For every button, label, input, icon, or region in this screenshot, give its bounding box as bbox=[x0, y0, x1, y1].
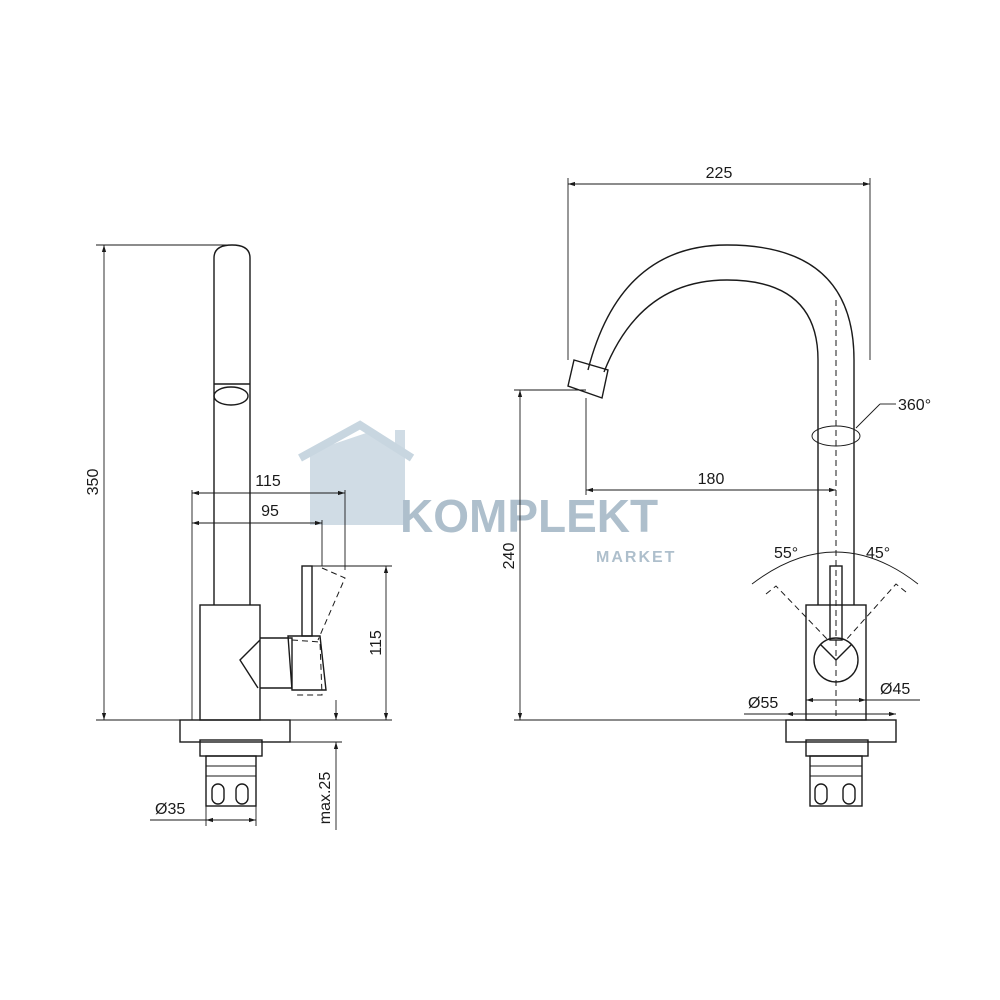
dim-angle-right: 45° bbox=[866, 545, 890, 562]
watermark-logo: KOMPLEKT MARKET bbox=[298, 420, 676, 566]
lever-tilted bbox=[317, 567, 346, 641]
side-view: 350 115 95 115 max.25 Ø35 bbox=[85, 244, 392, 830]
house-icon bbox=[310, 430, 405, 525]
threaded-stud bbox=[205, 755, 257, 807]
front-view: 225 180 240 360° 55° 45° Ø55 Ø45 bbox=[501, 165, 931, 807]
front-threaded-stud bbox=[809, 755, 863, 807]
gooseneck-inner bbox=[603, 279, 819, 605]
mount-plate bbox=[179, 719, 291, 743]
aerator-ring bbox=[213, 386, 249, 406]
watermark-brand: KOMPLEKT bbox=[400, 490, 658, 542]
watermark-sub: MARKET bbox=[596, 549, 676, 566]
lever-left-tilt bbox=[765, 585, 829, 641]
dim-lever-reach: 115 bbox=[255, 473, 281, 490]
dim-spout-reach: 180 bbox=[698, 471, 725, 488]
lever-handle bbox=[301, 565, 313, 637]
dim-height-total: 350 bbox=[85, 469, 102, 496]
gooseneck-outer bbox=[587, 244, 855, 605]
dim-angle-left: 55° bbox=[774, 545, 798, 562]
dim-body-diameter: Ø45 bbox=[880, 681, 910, 698]
spout-tube bbox=[213, 244, 251, 605]
dim-rotation: 360° bbox=[898, 397, 931, 414]
front-mount-plate bbox=[785, 719, 897, 743]
faucet-body bbox=[199, 604, 261, 721]
dim-lever-height: 115 bbox=[368, 630, 385, 656]
dim-base-diameter: Ø55 bbox=[748, 695, 778, 712]
dim-body-reach: 95 bbox=[261, 503, 279, 520]
handle-joint bbox=[260, 637, 293, 689]
dim-mount-diameter: Ø35 bbox=[155, 801, 185, 818]
dim-max-thickness: max.25 bbox=[317, 772, 334, 825]
dim-spout-width: 225 bbox=[706, 165, 733, 182]
spout-tip bbox=[567, 359, 609, 399]
dim-spout-height: 240 bbox=[501, 543, 518, 570]
lever-right-tilt bbox=[845, 583, 907, 641]
rotation-icon bbox=[811, 425, 861, 447]
